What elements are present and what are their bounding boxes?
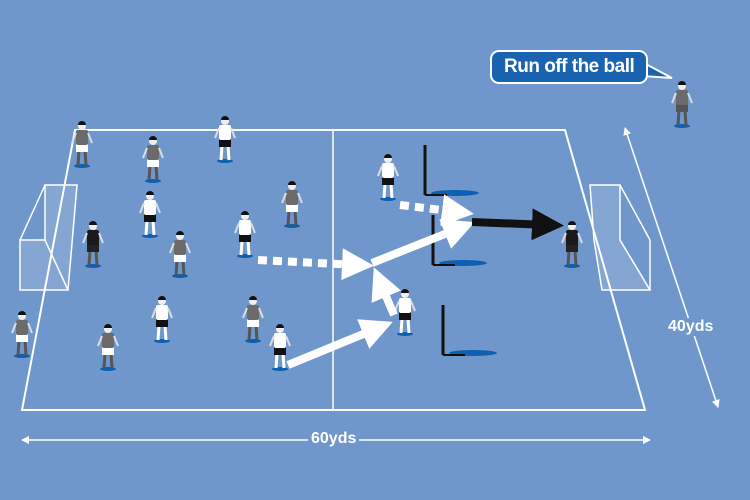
goalkeeper <box>561 221 583 268</box>
grey-team-player <box>11 311 33 358</box>
white-team-player <box>234 211 256 258</box>
mannequin-pole <box>441 305 497 356</box>
grey-team-player <box>242 296 264 343</box>
mannequin-pole <box>423 145 479 196</box>
coach <box>671 81 693 128</box>
dashed-run-arrow <box>399 194 474 226</box>
shot-arrow <box>471 208 564 241</box>
width-dimension-arrow <box>623 127 720 408</box>
white-team-player <box>214 116 236 163</box>
pass-arrow <box>286 319 393 369</box>
coaching-callout: Run off the ball <box>490 50 649 84</box>
white-team-player <box>269 324 291 371</box>
pass-arrow <box>371 267 401 317</box>
white-team-player <box>151 296 173 343</box>
right-goal <box>589 184 652 291</box>
grey-team-player <box>97 324 119 371</box>
pitch-outline <box>20 129 647 411</box>
grey-team-player <box>169 231 191 278</box>
grey-team-player <box>71 121 93 168</box>
left-goal <box>19 184 78 291</box>
white-team-player <box>377 154 399 201</box>
grey-team-player <box>281 181 303 228</box>
dashed-run-arrow <box>257 248 374 281</box>
width-label: 40yds <box>665 318 717 336</box>
goalkeeper <box>82 221 104 268</box>
white-team-player <box>139 191 161 238</box>
length-label: 60yds <box>308 430 360 448</box>
grey-team-player <box>142 136 164 183</box>
pass-arrow <box>370 219 475 267</box>
white-team-player <box>394 289 416 336</box>
